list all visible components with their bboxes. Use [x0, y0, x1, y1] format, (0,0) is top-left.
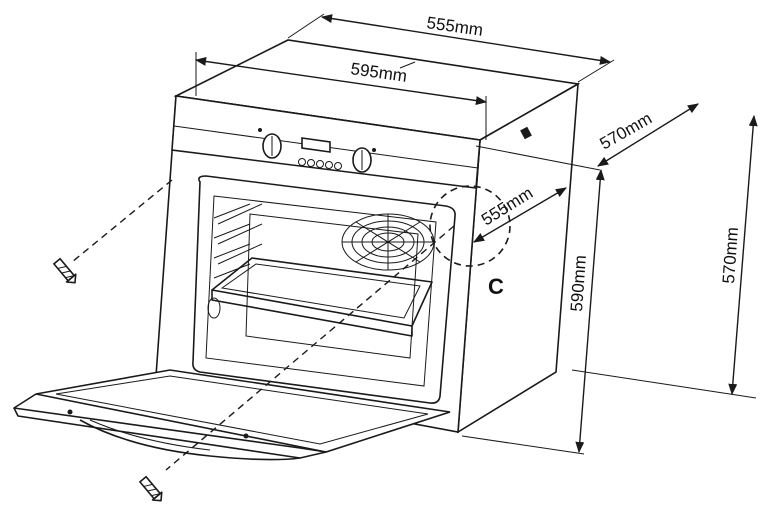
callout-label: C — [488, 274, 504, 299]
dim-label-top-depth: 555mm — [425, 13, 484, 40]
oven-body — [155, 39, 581, 434]
screw-icon — [52, 257, 77, 284]
controls — [258, 128, 376, 173]
mounting-screws — [52, 179, 455, 502]
dim-label-niche-height: 570mm — [719, 226, 742, 284]
baking-tray — [211, 257, 433, 337]
button-row-icon — [298, 158, 342, 170]
oven-door — [13, 369, 451, 461]
dim-label-front-height: 590mm — [567, 254, 590, 312]
dim-front-height: 590mm — [461, 168, 605, 455]
dim-label-side-depth: 570mm — [597, 109, 656, 154]
screw-icon — [138, 475, 163, 502]
display-icon — [301, 137, 331, 153]
fan-guard-icon — [341, 213, 435, 271]
dim-niche-height: 570mm — [571, 114, 758, 399]
